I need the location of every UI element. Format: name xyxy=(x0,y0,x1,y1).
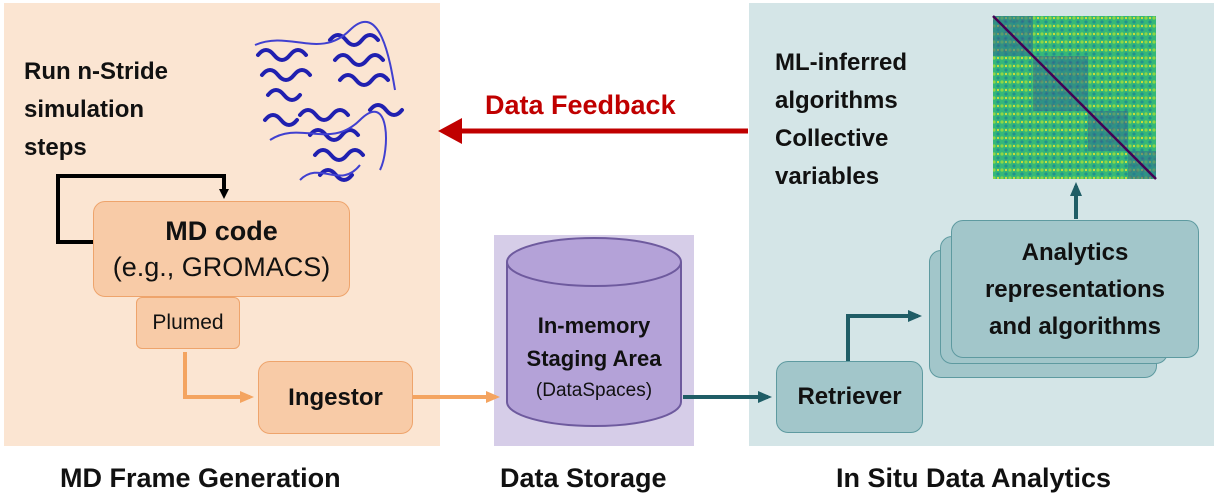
analytics-line-3: and algorithms xyxy=(988,312,1162,340)
run-steps-label: Run n-Stride simulation steps xyxy=(24,53,168,167)
md-loop-arrow xyxy=(56,174,229,244)
ml-line-2: algorithms xyxy=(775,87,898,114)
ml-inferred-label: ML-inferred algorithms Collective variab… xyxy=(775,44,907,196)
retriever-label: Retriever xyxy=(797,383,902,410)
ml-line-1: ML-inferred xyxy=(775,49,907,76)
analytics-box: Analytics representations and algorithms xyxy=(951,220,1199,358)
analytics-line-1: Analytics xyxy=(1021,238,1129,266)
retriever-box: Retriever xyxy=(776,361,923,433)
plumed-label: Plumed xyxy=(152,311,224,334)
plumed-to-ingestor-arrow xyxy=(183,352,254,403)
run-steps-line-2: simulation xyxy=(24,96,145,123)
run-steps-line-1: Run n-Stride xyxy=(24,58,168,85)
dataspaces-label: (DataSpaces) xyxy=(535,380,653,401)
run-steps-line-3: steps xyxy=(24,134,87,161)
staging-area-label: In-memory Staging Area xyxy=(507,309,681,375)
ingestor-box: Ingestor xyxy=(258,361,413,434)
ingestor-label: Ingestor xyxy=(288,383,383,411)
ml-line-4: variables xyxy=(775,163,880,190)
staging-area-line-1: In-memory xyxy=(537,313,651,338)
in-situ-analytics-caption: In Situ Data Analytics xyxy=(836,463,1112,493)
md-frame-generation-caption: MD Frame Generation xyxy=(60,463,341,493)
plumed-box: Plumed xyxy=(136,297,240,349)
ml-line-3: Collective xyxy=(775,125,889,152)
data-feedback-label: Data Feedback xyxy=(485,90,676,120)
retriever-to-analytics-arrow xyxy=(846,310,922,361)
analytics-line-2: representations xyxy=(984,275,1166,303)
md-code-subtitle: (e.g., GROMACS) xyxy=(112,252,331,282)
md-code-title: MD code xyxy=(165,216,278,246)
md-code-box: MD code (e.g., GROMACS) xyxy=(93,201,350,297)
staging-area-line-2: Staging Area xyxy=(526,346,662,371)
data-feedback-arrowhead xyxy=(438,118,462,144)
data-storage-caption: Data Storage xyxy=(500,463,667,493)
